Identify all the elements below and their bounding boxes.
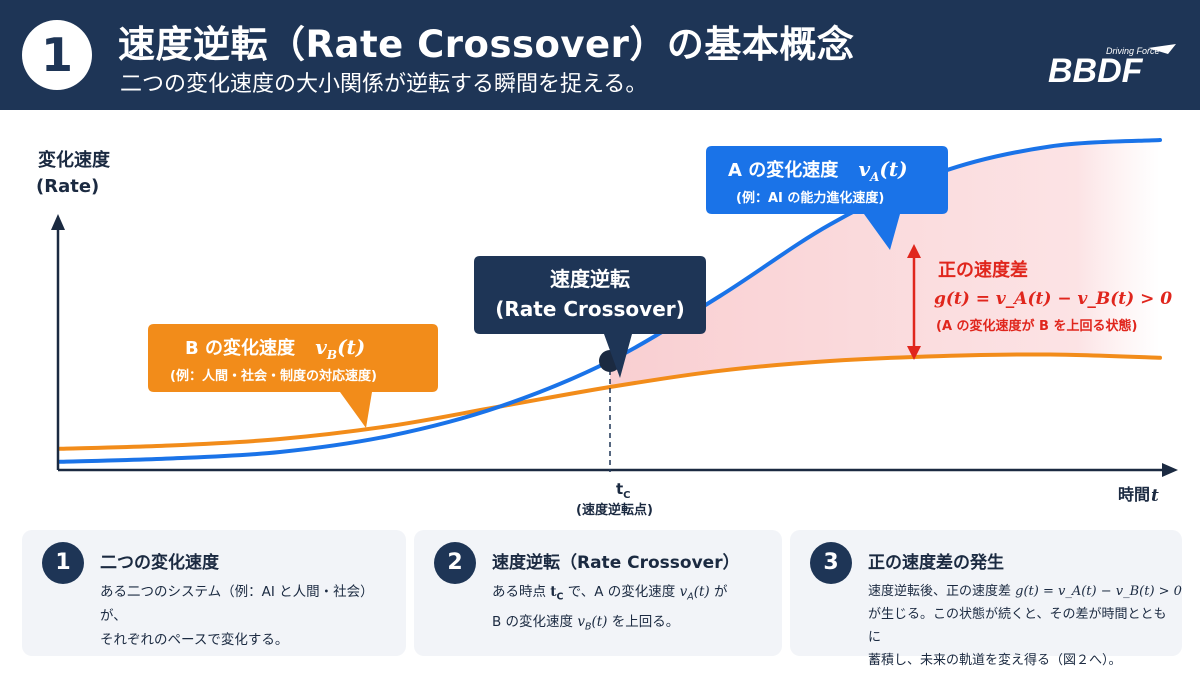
- x-axis-variable: t: [1151, 486, 1159, 506]
- callout-b-title: B の変化速度 vB(t): [185, 335, 365, 362]
- page-subtitle: 二つの変化速度の大小関係が逆転する瞬間を捉える。: [120, 72, 648, 97]
- card-1-title: 二つの変化速度: [100, 553, 219, 573]
- positive-gap-area: [610, 140, 1160, 387]
- series-b-line: [58, 352, 1162, 451]
- svg-text:BBDF: BBDF: [1048, 52, 1144, 90]
- callout-a-example: (例：AI の能力進化速度): [736, 190, 884, 206]
- gap-arrow: [907, 244, 921, 360]
- tc-label: tC: [616, 480, 631, 501]
- callout-a-title: A の変化速度 vA(t): [728, 157, 908, 184]
- gap-title: 正の速度差: [938, 259, 1028, 281]
- card-2-number: 2: [434, 542, 476, 584]
- crossover-title: 速度逆転: [550, 267, 630, 291]
- page-title: 速度逆転（Rate Crossover）の基本概念: [118, 23, 855, 66]
- rate-crossover-chart: 変化速度 (Rate) 時間 t tC (速度逆転点) 速度逆転 (Rate C…: [36, 138, 1178, 518]
- section-number-badge: 1: [22, 20, 92, 90]
- bbdf-logo: BBDF Driving Force: [1048, 44, 1176, 90]
- crossover-subtitle: (Rate Crossover): [495, 297, 685, 321]
- card-3-line-1: 速度逆転後、正の速度差 g(t) = v_A(t) − v_B(t) > 0: [868, 584, 1182, 599]
- x-axis-arrow: [1162, 463, 1178, 477]
- card-2: 2 速度逆転（Rate Crossover） ある時点 tC で、A の変化速度…: [414, 530, 782, 656]
- y-axis-label: 変化速度: [38, 149, 111, 171]
- card-3-line-3: 蓄積し、未来の軌道を変え得る（図２へ）。: [868, 653, 1122, 668]
- callout-b-example: (例：人間・社会・制度の対応速度): [170, 368, 377, 384]
- svg-text:Driving Force: Driving Force: [1106, 46, 1160, 56]
- card-1-number: 1: [42, 542, 84, 584]
- gap-formula: g(t) = v_A(t) − v_B(t) > 0: [934, 289, 1172, 309]
- y-axis-label-en: (Rate): [36, 176, 99, 197]
- card-1: 1 二つの変化速度 ある二つのシステム（例：AI と人間・社会）が、 それぞれの…: [22, 530, 406, 656]
- card-3: 3 正の速度差の発生 速度逆転後、正の速度差 g(t) = v_A(t) − v…: [790, 530, 1182, 668]
- tc-note: (速度逆転点): [576, 502, 653, 518]
- header-bar: 1 速度逆転（Rate Crossover）の基本概念 二つの変化速度の大小関係…: [0, 0, 1200, 110]
- card-3-title: 正の速度差の発生: [868, 553, 1004, 573]
- card-1-line-1: ある二つのシステム（例：AI と人間・社会）が、: [100, 584, 374, 624]
- card-3-number: 3: [810, 542, 852, 584]
- card-1-body: ある二つのシステム（例：AI と人間・社会）が、 それぞれのペースで変化する。: [100, 580, 394, 652]
- callout-a: A の変化速度 vA(t) (例：AI の能力進化速度): [706, 146, 948, 250]
- y-axis-arrow: [51, 214, 65, 230]
- x-axis-label: 時間: [1118, 485, 1150, 504]
- crossover-callout: 速度逆転 (Rate Crossover): [474, 256, 706, 378]
- card-2-line-2: B の変化速度 vB(t) を上回る。: [492, 613, 680, 633]
- callout-b: B の変化速度 vB(t) (例：人間・社会・制度の対応速度): [148, 324, 438, 428]
- card-3-line-2: が生じる。この状態が続くと、その差が時間とともに: [868, 607, 1167, 645]
- card-1-line-2: それぞれのペースで変化する。: [100, 632, 289, 648]
- card-2-line-1: ある時点 tC で、A の変化速度 vA(t) が: [492, 584, 728, 603]
- card-3-body: 速度逆転後、正の速度差 g(t) = v_A(t) − v_B(t) > 0 が…: [868, 580, 1182, 672]
- card-2-body: ある時点 tC で、A の変化速度 vA(t) が B の変化速度 vB(t) …: [492, 580, 770, 639]
- gap-note: (A の変化速度が B を上回る状態): [936, 318, 1137, 334]
- card-2-title: 速度逆転（Rate Crossover）: [492, 553, 740, 573]
